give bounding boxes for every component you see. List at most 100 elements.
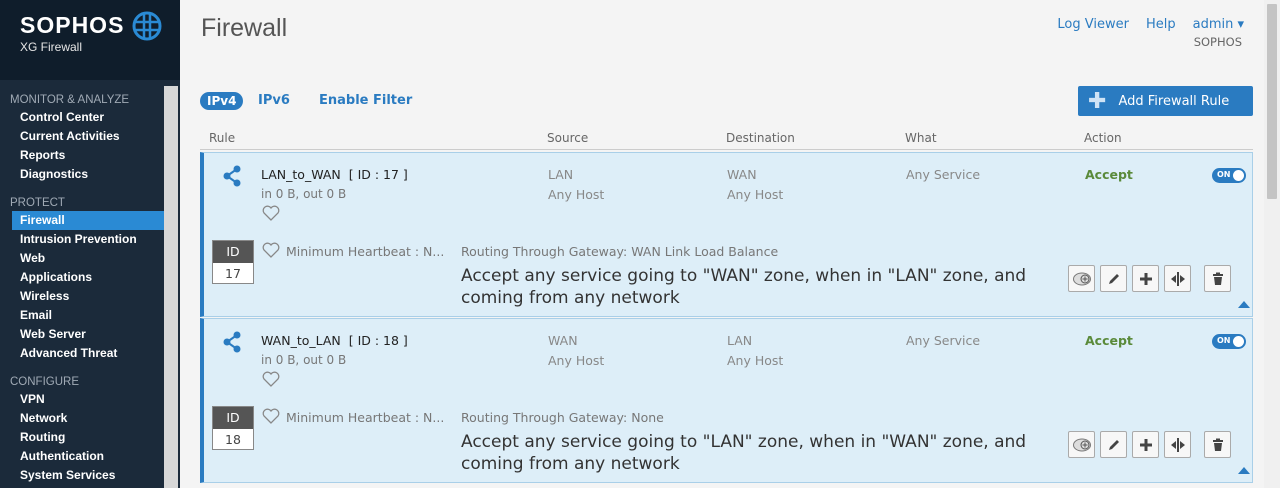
product-name: XG Firewall [20, 40, 83, 54]
plus-icon [1139, 438, 1152, 451]
id-value: 17 [225, 266, 241, 281]
main-scrollbar[interactable] [1264, 0, 1280, 488]
table-header: Rule Source Destination What Action [200, 124, 1253, 150]
sidebar-item-authentication[interactable]: Authentication [20, 449, 104, 463]
edit-rule-button[interactable] [1100, 431, 1127, 458]
heartbeat-heart-icon [262, 408, 280, 424]
rule-dest-host: Any Host [727, 353, 784, 368]
brand-name: SOPHOS [20, 12, 125, 38]
col-rule: Rule [209, 131, 236, 145]
admin-menu[interactable]: admin ▾ [1192, 17, 1244, 32]
rule-heartbeat: Minimum Heartbeat : N... [286, 244, 445, 259]
sidebar-item-routing[interactable]: Routing [20, 430, 66, 444]
id-label: ID [213, 407, 253, 429]
scrollbar-thumb[interactable] [1267, 4, 1277, 199]
sidebar-nav: MONITOR & ANALYZE Control Center Current… [0, 80, 164, 488]
delete-rule-button[interactable] [1204, 431, 1231, 458]
brand-logo[interactable]: SOPHOS XG Firewall [0, 0, 180, 80]
enable-filter-link[interactable]: Enable Filter [319, 93, 413, 108]
col-action: Action [1084, 131, 1122, 145]
sidebar-scrollbar[interactable] [164, 86, 178, 488]
collapse-icon[interactable] [1238, 301, 1250, 308]
plus-icon [1139, 272, 1152, 285]
rule-source-host: Any Host [548, 353, 605, 368]
add-rule-below-button[interactable] [1068, 265, 1095, 292]
sidebar: SOPHOS XG Firewall MONITOR & ANALYZE Con… [0, 0, 180, 488]
add-circle-icon [1072, 272, 1091, 285]
share-icon [223, 331, 241, 353]
delete-rule-button[interactable] [1204, 265, 1231, 292]
edit-rule-button[interactable] [1100, 265, 1127, 292]
move-rule-button[interactable] [1164, 431, 1191, 458]
plus-icon: ✚ [1088, 88, 1107, 114]
sidebar-item-email[interactable]: Email [20, 308, 53, 322]
sidebar-item-control-center[interactable]: Control Center [20, 110, 104, 124]
sidebar-item-diagnostics[interactable]: Diagnostics [20, 167, 89, 181]
firewall-rule-row[interactable]: LAN_to_WAN [ ID : 17 ] in 0 B, out 0 B L… [200, 152, 1253, 317]
add-rule-button[interactable] [1132, 431, 1159, 458]
globe-icon [132, 11, 162, 41]
id-value: 18 [225, 432, 241, 447]
toggle-label: ON [1217, 336, 1231, 345]
rule-tools [1068, 431, 1236, 458]
sidebar-item-network[interactable]: Network [20, 411, 68, 425]
top-links: Log Viewer Help admin ▾ [1040, 17, 1244, 32]
rule-gateway: Routing Through Gateway: None [461, 410, 664, 425]
rule-dest-zone: LAN [727, 333, 753, 348]
share-icon [223, 165, 241, 187]
move-rule-button[interactable] [1164, 265, 1191, 292]
rule-id-box: ID 18 [212, 406, 254, 450]
rule-service: Any Service [906, 167, 981, 182]
rule-source-host: Any Host [548, 187, 605, 202]
pencil-icon [1108, 439, 1119, 450]
sidebar-item-advanced-threat[interactable]: Advanced Threat [20, 346, 118, 360]
add-firewall-rule-button[interactable]: ✚ Add Firewall Rule [1078, 86, 1253, 116]
sidebar-item-web[interactable]: Web [20, 251, 46, 265]
nav-section-configure: CONFIGURE [10, 376, 79, 388]
rule-description: Accept any service going to "WAN" zone, … [461, 266, 1027, 308]
firewall-rule-row[interactable]: WAN_to_LAN [ ID : 18 ] in 0 B, out 0 B W… [200, 318, 1253, 483]
tab-ipv6[interactable]: IPv6 [258, 93, 290, 108]
col-source: Source [547, 131, 589, 145]
sidebar-item-wireless[interactable]: Wireless [20, 289, 70, 303]
sidebar-item-firewall[interactable]: Firewall [12, 211, 164, 230]
toggle-label: ON [1217, 170, 1231, 179]
rule-id-box: ID 17 [212, 240, 254, 284]
rule-source-zone: WAN [548, 333, 578, 348]
heart-icon[interactable] [262, 371, 280, 387]
tab-ipv4[interactable]: IPv4 [200, 92, 244, 110]
move-icon [1170, 437, 1185, 452]
rule-name[interactable]: WAN_to_LAN [ ID : 18 ] [261, 333, 408, 348]
heartbeat-heart-icon [262, 242, 280, 258]
rule-toggle[interactable]: ON [1212, 168, 1246, 183]
sidebar-item-reports[interactable]: Reports [20, 148, 66, 162]
add-rule-below-button[interactable] [1068, 431, 1095, 458]
add-circle-icon [1072, 438, 1091, 451]
rule-toggle[interactable]: ON [1212, 334, 1246, 349]
sidebar-item-intrusion-prevention[interactable]: Intrusion Prevention [20, 232, 137, 246]
org-name: SOPHOS [1193, 35, 1242, 49]
sidebar-item-web-server[interactable]: Web Server [20, 327, 86, 341]
nav-section-protect: PROTECT [10, 197, 65, 209]
col-destination: Destination [726, 131, 795, 145]
sidebar-item-system-services[interactable]: System Services [20, 468, 116, 482]
rule-service: Any Service [906, 333, 981, 348]
move-icon [1170, 271, 1185, 286]
rule-dest-zone: WAN [727, 167, 757, 182]
rule-name[interactable]: LAN_to_WAN [ ID : 17 ] [261, 167, 408, 182]
rule-description: Accept any service going to "LAN" zone, … [461, 432, 1027, 474]
add-rule-button[interactable] [1132, 265, 1159, 292]
sidebar-item-current-activities[interactable]: Current Activities [20, 129, 120, 143]
main-content: Firewall Log Viewer Help admin ▾ SOPHOS … [180, 0, 1264, 488]
rule-action: Accept [1085, 167, 1133, 182]
help-link[interactable]: Help [1145, 17, 1176, 32]
trash-icon [1212, 438, 1223, 451]
rule-gateway: Routing Through Gateway: WAN Link Load B… [461, 244, 779, 259]
rule-traffic: in 0 B, out 0 B [261, 353, 347, 367]
col-what: What [905, 131, 937, 145]
collapse-icon[interactable] [1238, 467, 1250, 474]
sidebar-item-vpn[interactable]: VPN [20, 392, 45, 406]
sidebar-item-applications[interactable]: Applications [20, 270, 93, 284]
log-viewer-link[interactable]: Log Viewer [1057, 17, 1129, 32]
heart-icon[interactable] [262, 205, 280, 221]
